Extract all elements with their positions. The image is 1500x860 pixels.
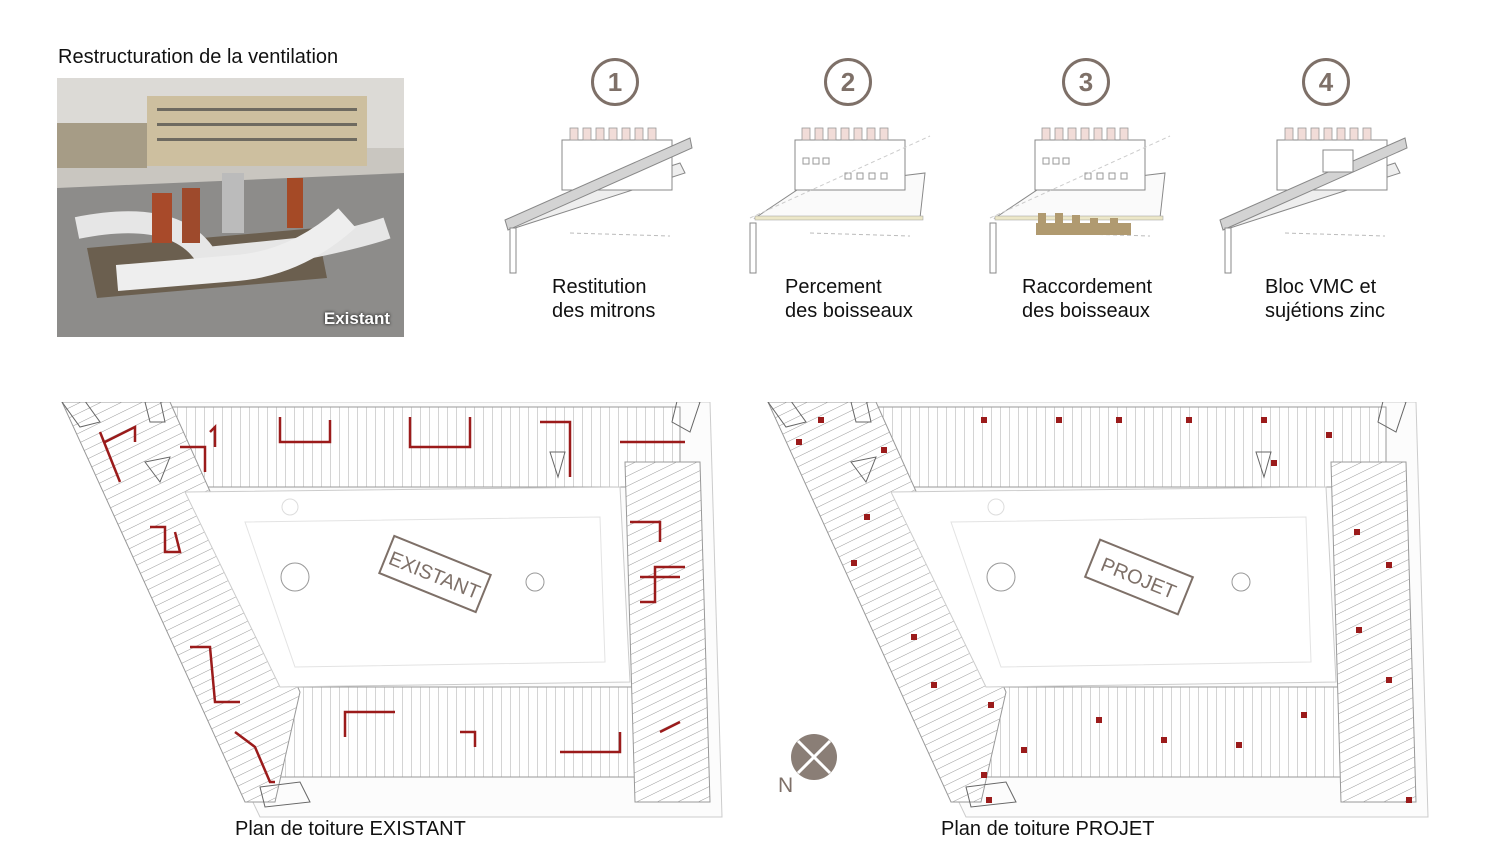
step-number-badge: 4 (1302, 58, 1350, 106)
step-number-badge: 2 (824, 58, 872, 106)
step-diagram-connection (980, 118, 1180, 278)
step-4: 4 Bloc VMC et sujétions zinc (1215, 58, 1445, 328)
existing-photo: Existant (57, 78, 404, 337)
photo-label: Existant (323, 309, 390, 328)
north-label: N (778, 774, 793, 797)
step-number-badge: 1 (591, 58, 639, 106)
step-1: 1 Restitution des mitrons (500, 58, 730, 328)
step-diagram-openings (740, 118, 940, 278)
step-number-badge: 3 (1062, 58, 1110, 106)
roof-plan-existing: EXISTANT (61, 402, 723, 818)
plan-caption-project: Plan de toiture PROJET (941, 818, 1155, 840)
step-label: Restitution des mitrons (552, 276, 656, 322)
step-label: Bloc VMC et sujétions zinc (1265, 276, 1386, 322)
project-vmc-units (796, 417, 1412, 803)
page-title: Restructuration de la ventilation (58, 46, 339, 68)
rooftop-photo-illustration (57, 78, 404, 337)
existing-duct-network (98, 417, 685, 784)
step-3: 3 Raccordement des boisseaux (980, 58, 1210, 328)
step-label: Percement des boisseaux (785, 276, 913, 322)
step-2: 2 Percement des boisseaux (740, 58, 970, 328)
step-diagram-vmc-block (1215, 118, 1415, 278)
step-label: Raccordement des boisseaux (1022, 276, 1153, 322)
step-diagram-roof-mitrons (500, 118, 700, 278)
roof-plan-project: PROJET (767, 402, 1429, 818)
north-arrow-icon: N (778, 734, 837, 797)
plan-caption-existing: Plan de toiture EXISTANT (235, 818, 466, 840)
